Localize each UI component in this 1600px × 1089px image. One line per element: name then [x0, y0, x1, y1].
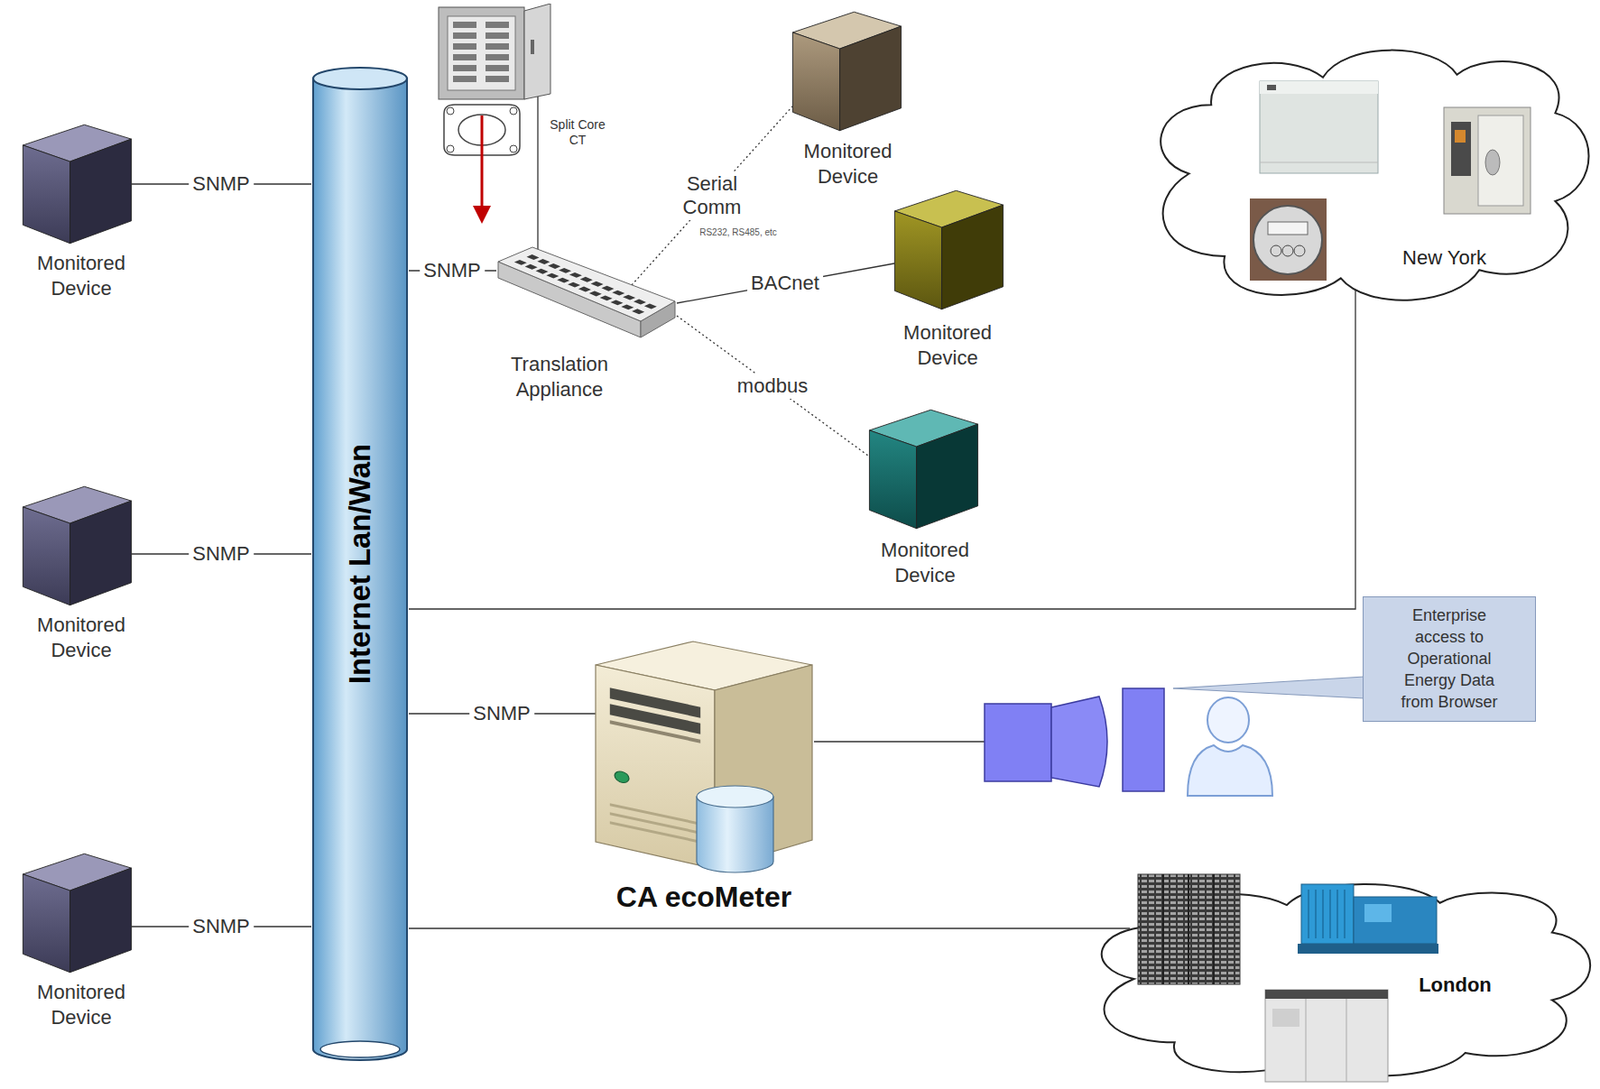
device-label: Monitored Device [879, 320, 1016, 371]
network-label: Internet Lan/Wan [342, 443, 378, 685]
cloud-shape [1082, 873, 1593, 1085]
browser-icon [1122, 688, 1165, 792]
network-pipe: Internet Lan/Wan [311, 65, 409, 1063]
device-icon [790, 9, 904, 133]
device-icon [20, 122, 134, 246]
monitored-device: Monitored Device [879, 184, 1016, 377]
connector-label-box: BACnet [747, 270, 824, 296]
protocol-label: BACnet [747, 270, 824, 296]
site-cloud: London [1082, 873, 1593, 1085]
device-icon [869, 409, 978, 528]
callout-text: Enterprise access to Operational Energy … [1390, 604, 1508, 713]
browser-icon [984, 688, 1165, 792]
protocol-label: SNMP [188, 171, 254, 197]
connector-line [536, 229, 538, 251]
panel-ct-icon [431, 3, 612, 230]
ct-label: Split Core CT [543, 117, 612, 148]
device-icon [20, 851, 134, 975]
connector-label-box: SNMP [419, 258, 485, 284]
connector-line [408, 927, 1130, 929]
device-icon [22, 853, 131, 972]
connector-label-box: SNMP [469, 701, 535, 727]
callout-pointer [1173, 676, 1365, 699]
protocol-label: SNMP [469, 701, 535, 727]
device-icon [894, 190, 1003, 309]
device-icon [22, 486, 131, 605]
appliance-icon [496, 245, 677, 341]
user-icon [1187, 697, 1273, 796]
protocol-label: Serial Comm [672, 171, 752, 221]
device-icon [22, 124, 131, 243]
connector-line [408, 286, 1356, 610]
panel-ct-icon [438, 3, 551, 230]
monitored-device: Monitored Device [777, 7, 918, 195]
user-icon [1187, 745, 1273, 796]
protocol-label: SNMP [419, 258, 485, 284]
cloud-shape [1144, 36, 1591, 312]
site-label: New York [1387, 245, 1501, 271]
cloud-shape [1160, 50, 1589, 301]
translation-appliance: Translation Appliance [496, 245, 677, 417]
protocol-label: modbus [733, 373, 812, 399]
connector-label-box: Serial Comm [672, 171, 752, 221]
browser-wire [813, 740, 985, 742]
device-label: Monitored Device [13, 250, 149, 302]
connector-line [631, 106, 793, 286]
appliance-label: Translation Appliance [496, 351, 623, 403]
connector-line [676, 263, 895, 304]
device-label: Monitored Device [777, 138, 918, 190]
monitored-device: Monitored Device [857, 404, 993, 594]
server-node: CA ecoMeter [577, 636, 831, 925]
appliance-icon [498, 247, 676, 338]
ct-sensor: Split Core CT [431, 3, 612, 230]
connector-label-box: SNMP [188, 914, 254, 940]
protocol-label: SNMP [188, 541, 254, 567]
connector-label-box: modbus [733, 373, 812, 399]
protocol-label: SNMP [188, 914, 254, 940]
browser-icon [1051, 696, 1108, 787]
site-cloud: New York [1144, 36, 1591, 312]
cloud-shape [1101, 874, 1591, 1083]
site-label: London [1407, 972, 1503, 999]
server-label: CA ecoMeter [577, 879, 831, 915]
monitored-device: Monitored Device [13, 482, 149, 669]
device-label: Monitored Device [857, 537, 993, 589]
note-label: RS232, RS485, etc [695, 226, 781, 240]
device-icon [892, 188, 1006, 312]
server-icon [586, 636, 822, 876]
connector-label-box: SNMP [188, 541, 254, 567]
device-icon [867, 407, 981, 531]
monitored-device: Monitored Device [13, 850, 149, 1036]
device-label: Monitored Device [13, 980, 149, 1031]
monitored-device: Monitored Device [13, 120, 149, 307]
user-icon [1207, 697, 1249, 743]
device-label: Monitored Device [13, 612, 149, 664]
browser-icon [984, 703, 1052, 782]
server-icon [595, 641, 813, 873]
device-icon [20, 484, 134, 608]
connector-label-box: SNMP [188, 171, 254, 197]
device-icon [792, 11, 901, 130]
note-label-box: RS232, RS485, etc [695, 226, 781, 240]
callout-box: Enterprise access to Operational Energy … [1362, 596, 1536, 722]
connector-line [676, 315, 869, 456]
pipe-cylinder [313, 67, 407, 1061]
